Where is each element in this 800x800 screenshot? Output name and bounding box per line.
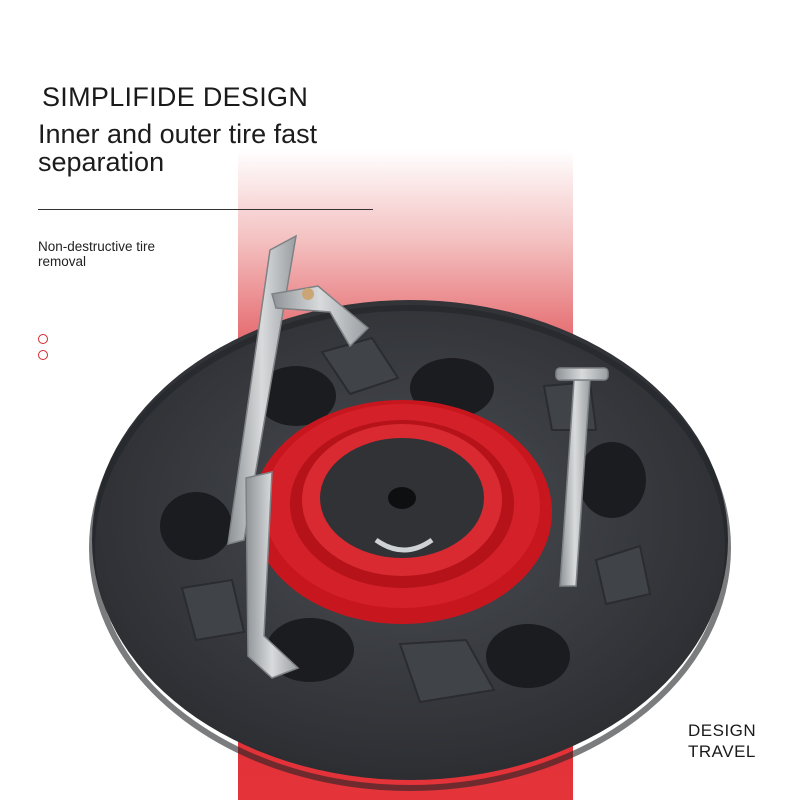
design-travel-label: DESIGN TRAVEL xyxy=(688,720,756,762)
pull-ring xyxy=(374,537,434,553)
center-hole xyxy=(388,487,416,509)
design-label: DESIGN xyxy=(688,721,757,740)
left-pry-bar xyxy=(227,234,297,545)
disc-edge xyxy=(89,305,731,791)
disc-holes xyxy=(160,358,646,688)
pin-handle xyxy=(555,367,609,381)
travel-label: TRAVEL xyxy=(688,742,756,761)
circle-bullet-icon xyxy=(38,334,48,344)
divider-line xyxy=(38,209,373,210)
left-hook xyxy=(271,285,370,348)
bullet-dots xyxy=(38,334,48,366)
page-title: SIMPLIFIDE DESIGN xyxy=(42,82,309,112)
lower-pry-bar xyxy=(245,471,300,679)
circle-bullet-icon xyxy=(38,350,48,360)
feature-subtitle: Inner and outer tire fast separation xyxy=(38,119,318,177)
feature-note: Non-destructive tire removal xyxy=(38,239,156,269)
